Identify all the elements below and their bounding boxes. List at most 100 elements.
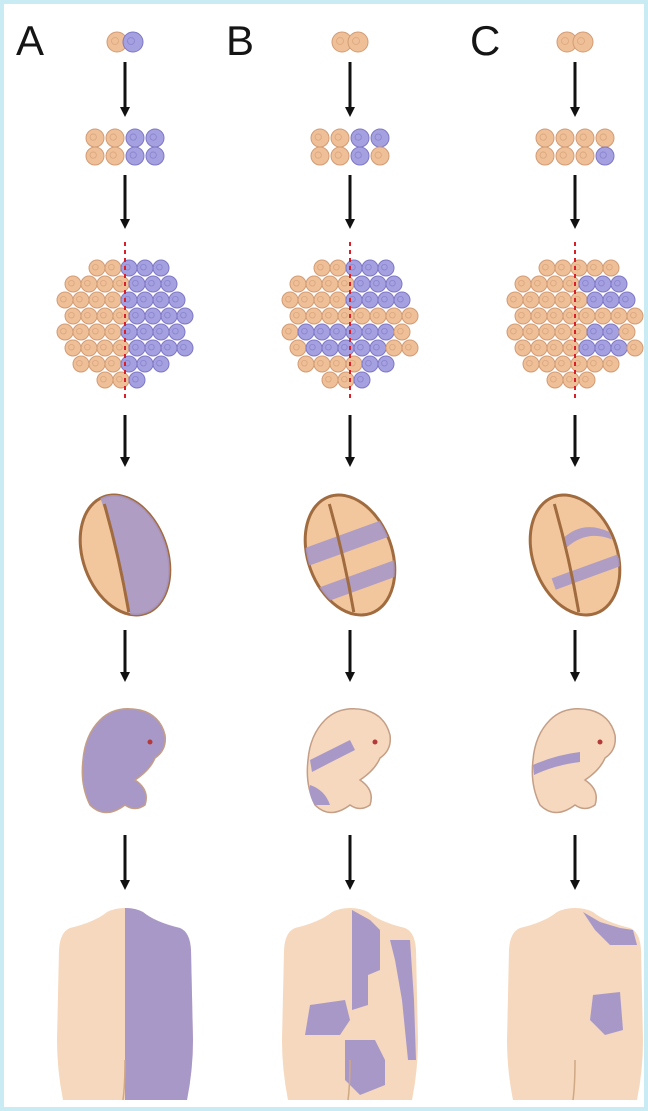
cell: [378, 356, 394, 372]
adult-back-a: [57, 908, 193, 1100]
cell: [573, 32, 593, 52]
cell: [603, 292, 619, 308]
cell: [354, 308, 370, 324]
cell: [311, 129, 329, 147]
cell: [386, 340, 402, 356]
cell: [161, 276, 177, 292]
eye: [598, 740, 603, 745]
cell: [378, 292, 394, 308]
cell: [338, 308, 354, 324]
adult-back-b: [282, 908, 418, 1100]
cell: [515, 276, 531, 292]
cell: [351, 129, 369, 147]
two-cell-stage-b: [332, 32, 368, 52]
cell: [298, 292, 314, 308]
cell: [539, 292, 555, 308]
cell: [145, 340, 161, 356]
cell: [346, 260, 362, 276]
cell-cluster-c: [507, 242, 643, 398]
cell: [137, 260, 153, 276]
cell: [169, 324, 185, 340]
cell: [619, 324, 635, 340]
cell: [555, 292, 571, 308]
cell: [507, 324, 523, 340]
cell: [322, 308, 338, 324]
cell: [394, 324, 410, 340]
cell: [386, 308, 402, 324]
cell: [137, 324, 153, 340]
column-a: [57, 32, 196, 1100]
cell: [619, 292, 635, 308]
cell: [556, 147, 574, 165]
cell: [348, 32, 368, 52]
cell: [563, 276, 579, 292]
cell: [539, 324, 555, 340]
cell: [331, 147, 349, 165]
cell: [298, 324, 314, 340]
cell: [105, 292, 121, 308]
cell: [555, 260, 571, 276]
cell: [579, 372, 595, 388]
cell: [370, 308, 386, 324]
cell: [57, 292, 73, 308]
cell: [579, 276, 595, 292]
cell: [371, 147, 389, 165]
eight-cell-stage-c: [536, 129, 614, 165]
cell: [351, 147, 369, 165]
cell: [311, 147, 329, 165]
early-embryo-b: [282, 476, 428, 630]
cell: [89, 324, 105, 340]
cell: [153, 356, 169, 372]
cell: [97, 372, 113, 388]
cell: [126, 129, 144, 147]
cell: [595, 276, 611, 292]
cell: [106, 129, 124, 147]
cell: [611, 276, 627, 292]
cell: [129, 340, 145, 356]
fetus-c: [532, 709, 615, 813]
cell: [394, 292, 410, 308]
cell: [595, 308, 611, 324]
cell: [507, 292, 523, 308]
early-embryo-c: [514, 482, 635, 627]
cell: [113, 276, 129, 292]
cell: [587, 260, 603, 276]
cell: [402, 340, 418, 356]
cell: [571, 324, 587, 340]
column-c: [507, 32, 643, 1100]
cell: [587, 324, 603, 340]
cell: [113, 340, 129, 356]
cell: [539, 260, 555, 276]
cell: [306, 308, 322, 324]
adult-back-c: [507, 908, 643, 1100]
cell: [97, 340, 113, 356]
cell: [290, 308, 306, 324]
cell: [603, 356, 619, 372]
cell: [89, 260, 105, 276]
cell: [121, 292, 137, 308]
cell: [531, 276, 547, 292]
cell: [362, 356, 378, 372]
cell: [65, 340, 81, 356]
cell: [298, 356, 314, 372]
cell: [596, 147, 614, 165]
cell: [330, 292, 346, 308]
cell: [105, 260, 121, 276]
cell: [57, 324, 73, 340]
cell: [523, 292, 539, 308]
cell: [579, 308, 595, 324]
cell: [153, 292, 169, 308]
cell: [531, 340, 547, 356]
cell: [338, 276, 354, 292]
cell: [515, 340, 531, 356]
cell: [587, 292, 603, 308]
cell: [371, 129, 389, 147]
cell: [177, 308, 193, 324]
cell: [306, 340, 322, 356]
cell-cluster-a: [57, 242, 193, 398]
cell: [346, 324, 362, 340]
cell: [177, 340, 193, 356]
cell: [81, 276, 97, 292]
cell: [169, 292, 185, 308]
column-b: [282, 32, 428, 1100]
